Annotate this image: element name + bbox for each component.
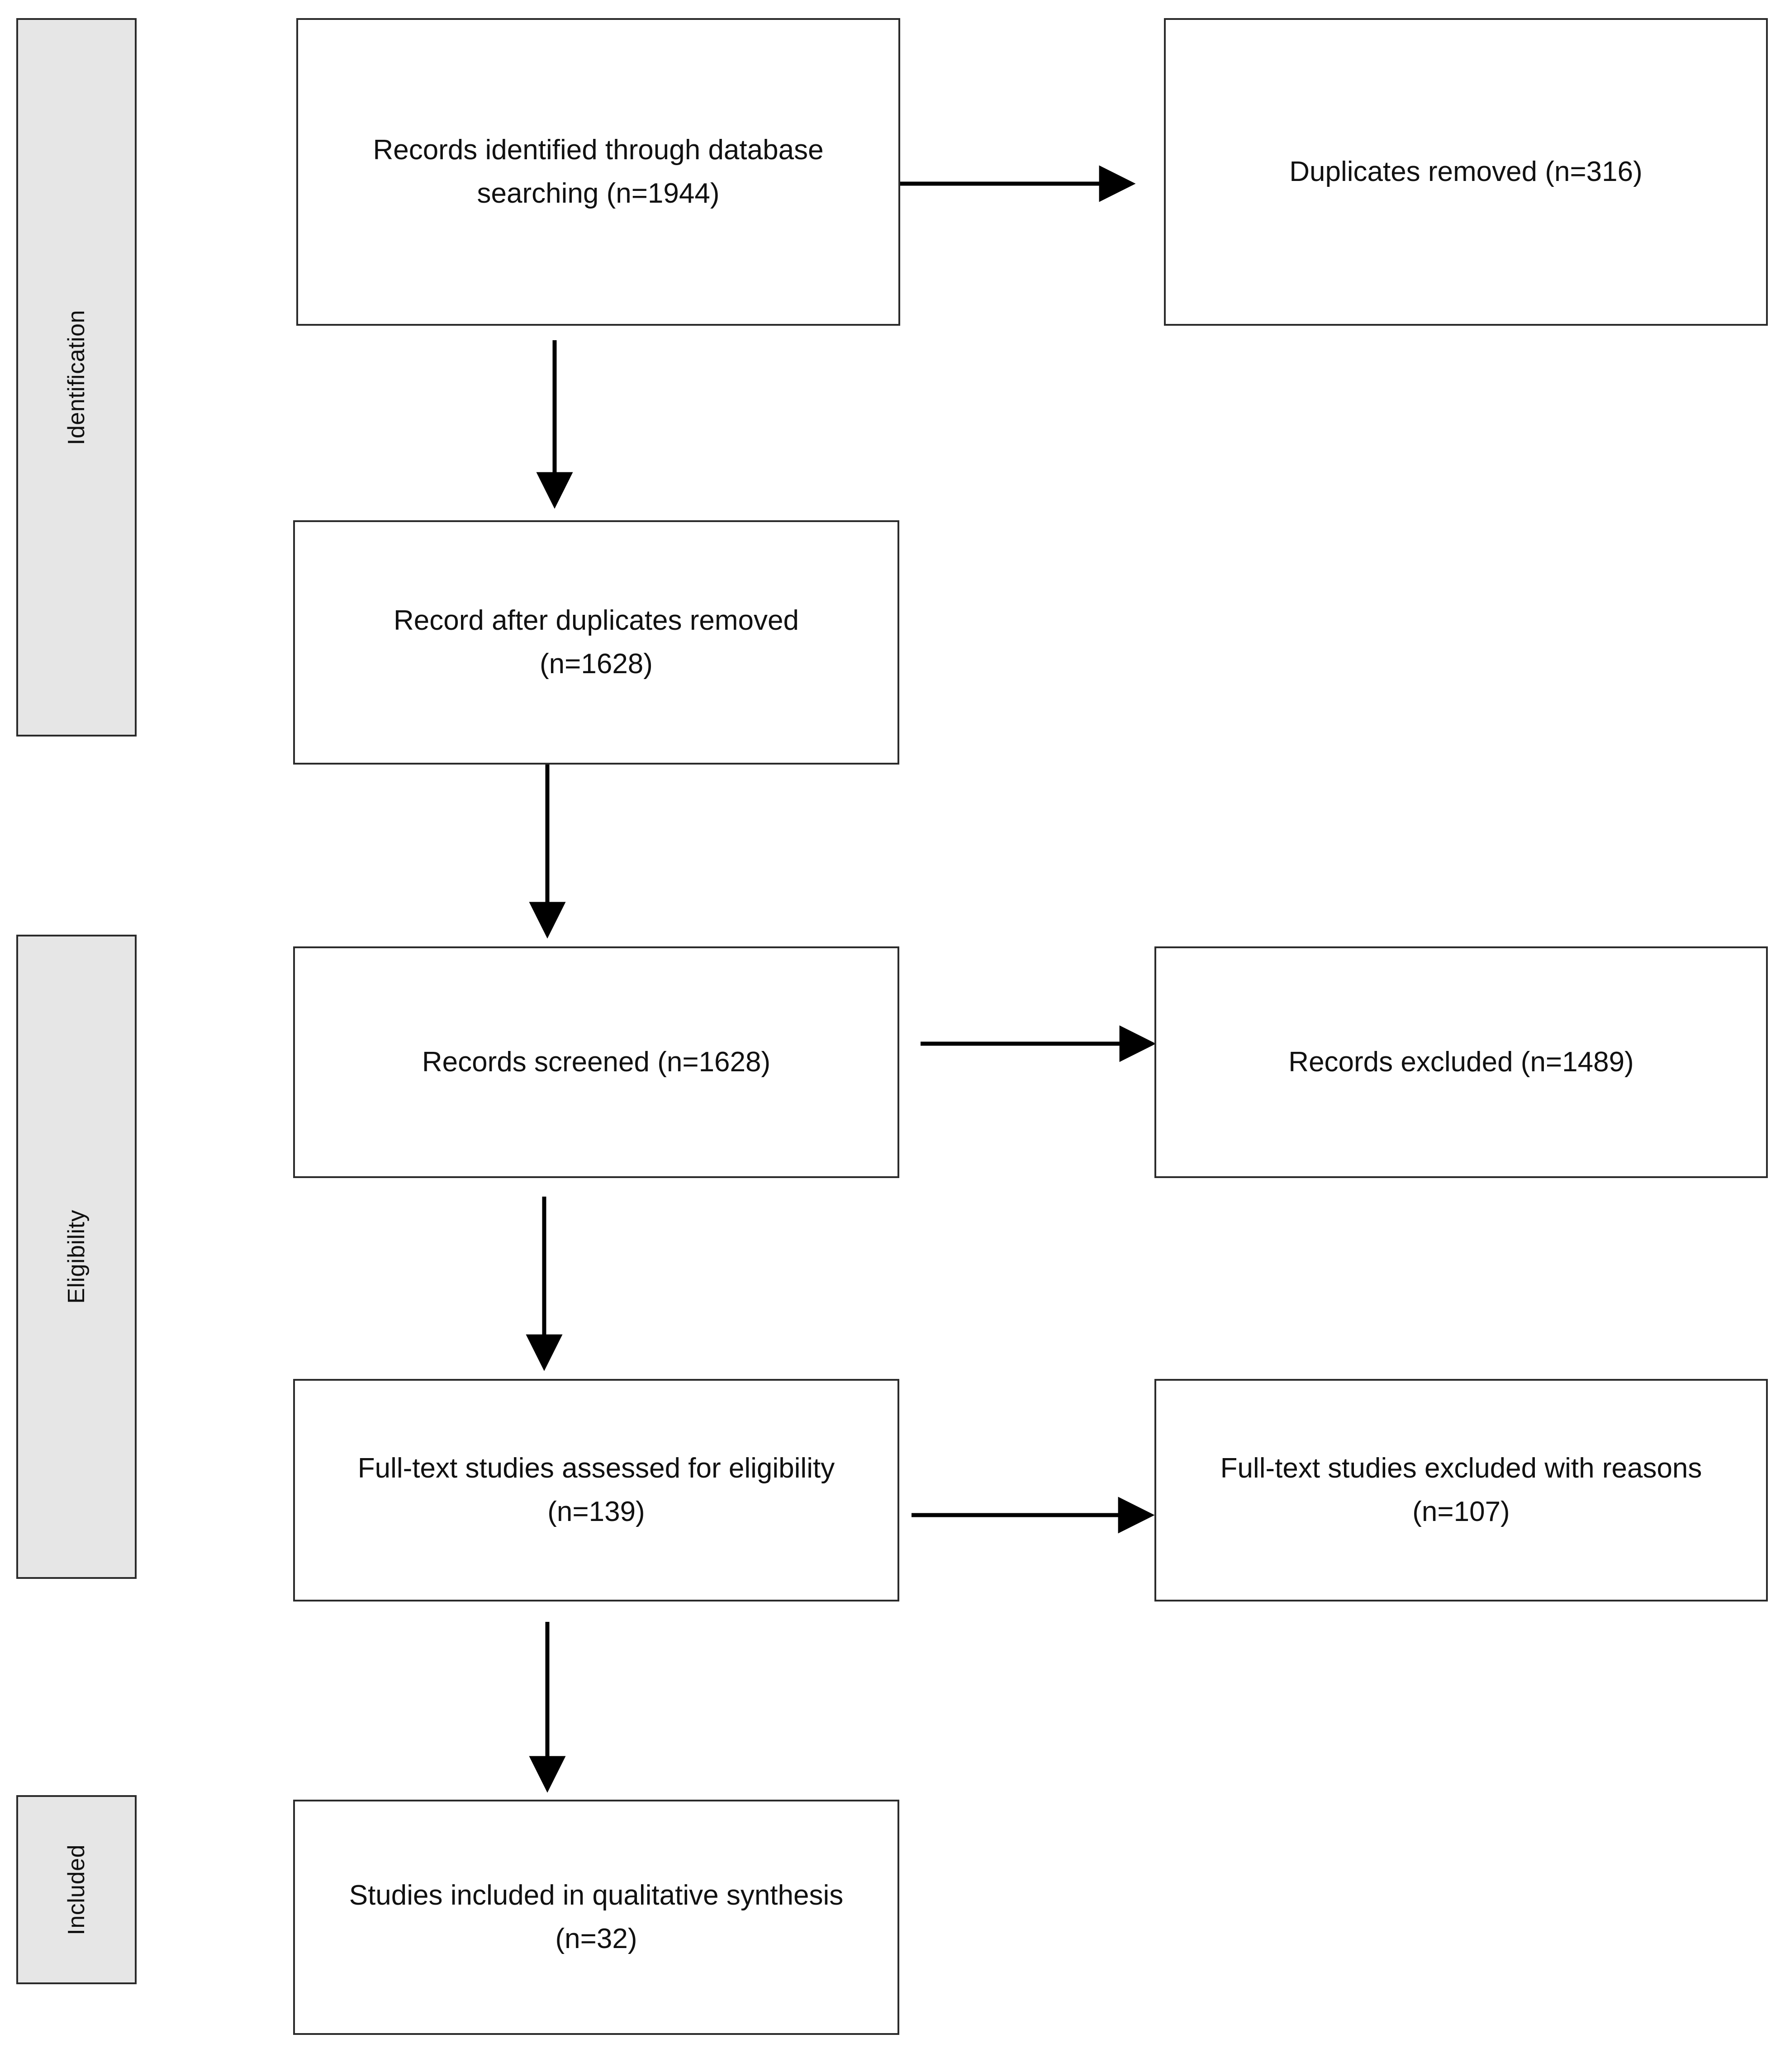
stage-label-eligibility-text: Eligibility [63,1210,90,1304]
box-records-excluded-text: Records excluded (n=1489) [1177,1041,1745,1084]
box-duplicates-removed-line1: Duplicates removed (n=316) [1289,156,1643,187]
stage-label-identification-text: Identification [63,309,90,445]
box-records-screened-line1: Records screened (n=1628) [422,1046,771,1078]
box-records-excluded: Records excluded (n=1489) [1154,946,1768,1178]
box-records-screened: Records screened (n=1628) [293,946,899,1178]
stage-label-identification: Identification [16,18,137,737]
box-fulltext-assessed-text: Full-text studies assessed for eligibili… [316,1447,877,1534]
box-records-excluded-line1: Records excluded (n=1489) [1288,1046,1634,1078]
box-fulltext-excluded-line2: (n=107) [1412,1496,1510,1527]
box-fulltext-assessed-line1: Full-text studies assessed for eligibili… [357,1452,835,1484]
box-records-screened-text: Records screened (n=1628) [316,1041,877,1084]
box-studies-included-line2: (n=32) [555,1923,637,1954]
box-duplicates-removed-text: Duplicates removed (n=316) [1187,150,1745,194]
box-records-after-duplicates: Record after duplicates removed (n=1628) [293,520,899,765]
box-fulltext-assessed-line2: (n=139) [547,1496,645,1527]
box-fulltext-excluded-text: Full-text studies excluded with reasons … [1177,1447,1745,1534]
box-records-identified: Records identified through database sear… [296,18,900,326]
box-studies-included-text: Studies included in qualitative synthesi… [316,1874,877,1961]
box-records-after-duplicates-line2: (n=1628) [540,648,653,680]
stage-label-eligibility: Eligibility [16,935,137,1579]
box-fulltext-excluded: Full-text studies excluded with reasons … [1154,1379,1768,1602]
box-records-identified-text: Records identified through database sear… [319,128,878,215]
box-records-identified-line1: Records identified through database [373,134,824,166]
box-fulltext-assessed: Full-text studies assessed for eligibili… [293,1379,899,1602]
box-records-identified-line2: searching (n=1944) [477,178,720,209]
box-duplicates-removed: Duplicates removed (n=316) [1164,18,1768,326]
box-studies-included-line1: Studies included in qualitative synthesi… [349,1879,844,1911]
stage-label-included: Included [16,1795,137,1984]
box-fulltext-excluded-line1: Full-text studies excluded with reasons [1220,1452,1702,1484]
box-studies-included: Studies included in qualitative synthesi… [293,1800,899,2035]
box-records-after-duplicates-text: Record after duplicates removed (n=1628) [316,599,877,686]
stage-label-included-text: Included [63,1844,90,1935]
box-records-after-duplicates-line1: Record after duplicates removed [393,604,799,636]
